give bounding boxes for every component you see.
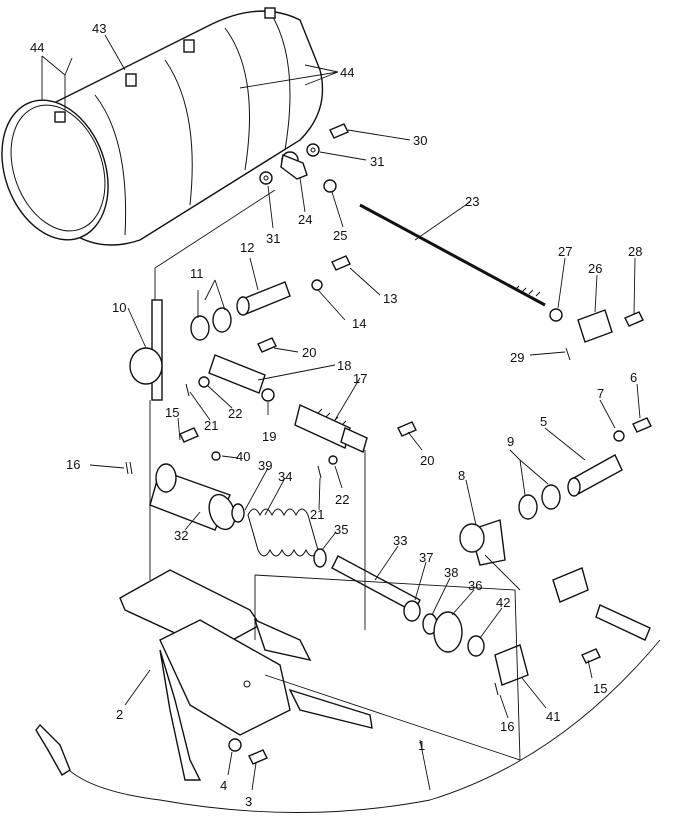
callout-labels: 44 43 44 30 31 31 24 25 23 11 12 13 14 1… (30, 21, 642, 809)
callout-6: 6 (630, 370, 637, 385)
callout-38: 38 (444, 565, 458, 580)
callout-20-upper: 20 (302, 345, 316, 360)
callout-26: 26 (588, 261, 602, 276)
callout-27: 27 (558, 244, 572, 259)
callout-39: 39 (258, 458, 272, 473)
callout-22-left: 22 (228, 406, 242, 421)
callout-8: 8 (458, 468, 465, 483)
rod-23 (359, 203, 546, 307)
callout-13: 13 (383, 291, 397, 306)
callout-35: 35 (334, 522, 348, 537)
callout-36: 36 (468, 578, 482, 593)
callout-9: 9 (507, 434, 514, 449)
callout-12: 12 (240, 240, 254, 255)
bracket-2 (119, 569, 373, 781)
callout-37: 37 (419, 550, 433, 565)
callout-16-left: 16 (66, 457, 80, 472)
lever-8-group (459, 417, 652, 566)
rod-end-17 (294, 404, 417, 465)
lever-10-group (129, 299, 277, 402)
callout-21-right: 21 (310, 507, 324, 522)
reference-lines (149, 189, 521, 761)
callout-32: 32 (174, 528, 188, 543)
callout-18: 18 (337, 358, 351, 373)
callout-15-left: 15 (165, 405, 179, 420)
pin-and-bushings-upper (190, 255, 351, 341)
callout-20-lower: 20 (420, 453, 434, 468)
callout-44-right: 44 (340, 65, 354, 80)
callout-14: 14 (352, 316, 366, 331)
top-fittings (259, 123, 349, 193)
callout-2: 2 (116, 707, 123, 722)
tank-assembly (1, 7, 324, 246)
callout-33: 33 (393, 533, 407, 548)
callout-43: 43 (92, 21, 106, 36)
callout-11: 11 (190, 266, 204, 281)
clevis-26-group (549, 308, 644, 361)
callout-42: 42 (496, 595, 510, 610)
callout-23: 23 (465, 194, 479, 209)
leader-lines (41, 34, 641, 791)
callout-25: 25 (333, 228, 347, 243)
callout-22-right: 22 (335, 492, 349, 507)
callout-17: 17 (353, 371, 367, 386)
callout-1: 1 (418, 738, 425, 753)
cylinder-32-group (149, 451, 485, 657)
callout-40: 40 (236, 449, 250, 464)
callout-30: 30 (413, 133, 427, 148)
callout-10: 10 (112, 300, 126, 315)
callout-4: 4 (220, 778, 227, 793)
callout-31-right: 31 (370, 154, 384, 169)
callout-34: 34 (278, 469, 292, 484)
callout-5: 5 (540, 414, 547, 429)
callout-7: 7 (597, 386, 604, 401)
misc-pins (125, 383, 499, 696)
callout-29: 29 (510, 350, 524, 365)
callout-21-left: 21 (204, 418, 218, 433)
callout-31-left: 31 (266, 231, 280, 246)
callout-24: 24 (298, 212, 312, 227)
callout-19: 19 (262, 429, 276, 444)
callout-3: 3 (245, 794, 252, 809)
callout-41: 41 (546, 709, 560, 724)
callout-15-right: 15 (593, 681, 607, 696)
callout-16-right: 16 (500, 719, 514, 734)
callout-44-left: 44 (30, 40, 44, 55)
cable-1 (35, 567, 661, 813)
callout-28: 28 (628, 244, 642, 259)
